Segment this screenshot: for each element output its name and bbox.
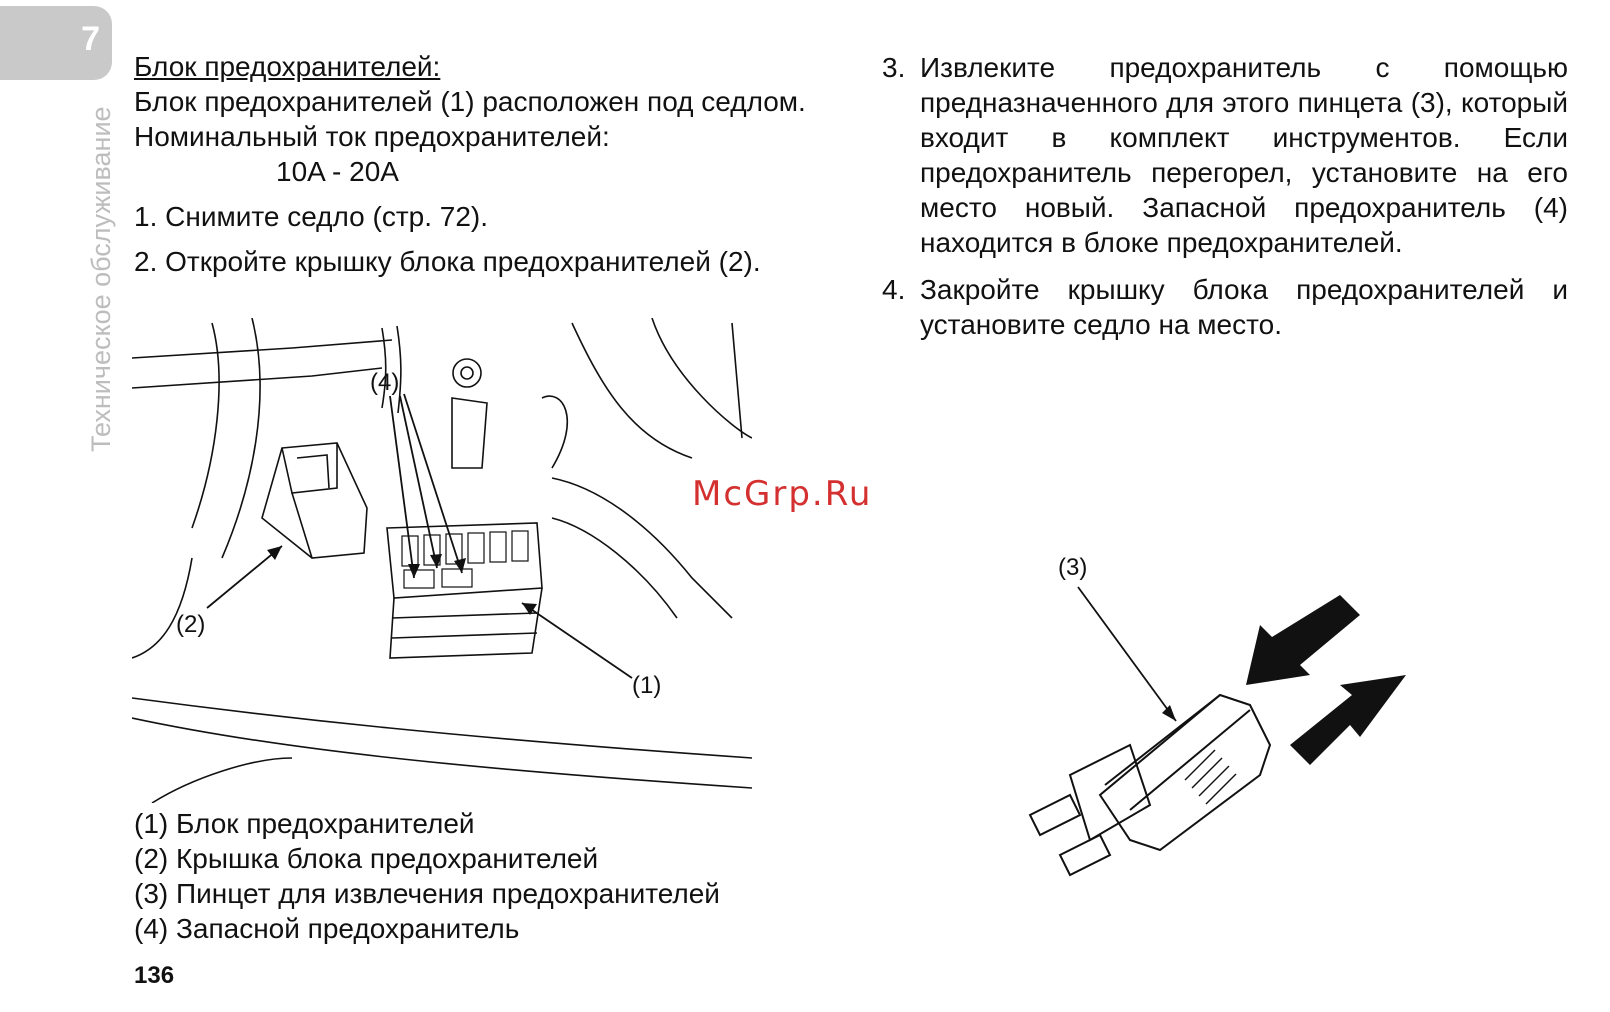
figure-legend: (1) Блок предохранителей (2) Крышка блок… <box>134 806 834 946</box>
step-3-text: Извлеките предохранитель с помощью предн… <box>920 52 1568 258</box>
legend-item: (4) Запасной предохранитель <box>134 913 520 944</box>
callout-4: (4) <box>370 369 399 396</box>
step-3: 3. Извлеките предохранитель с помощью пр… <box>882 50 1568 260</box>
callout-3: (3) <box>1058 554 1087 581</box>
arrow-out-icon <box>1290 675 1406 765</box>
step-1: 1. Снимите седло (стр. 72). <box>134 201 489 232</box>
left-column: Блок предохранителей: Блок предохранител… <box>134 50 834 279</box>
callout-2: (2) <box>176 611 205 638</box>
callout-1: (1) <box>632 672 661 699</box>
location-text: Блок предохранителей (1) расположен под … <box>134 86 806 117</box>
step-4-text: Закройте крышку блока предохранителей и … <box>920 274 1568 340</box>
legend-item: (1) Блок предохранителей <box>134 808 475 839</box>
step-2: 2. Откройте крышку блока предохранителей… <box>134 246 761 277</box>
legend-item: (2) Крышка блока предохранителей <box>134 843 599 874</box>
step-4-number: 4. <box>882 274 906 305</box>
fuse-puller-illustration: (3) <box>1028 554 1406 877</box>
step-4: 4. Закройте крышку блока предохранителей… <box>882 272 1568 342</box>
fuse-box-illustration: (4) (2) (1) <box>132 318 752 803</box>
chapter-number: 7 <box>81 20 100 58</box>
page-number: 136 <box>134 962 175 989</box>
rating-value: 10A - 20A <box>276 156 399 187</box>
arrow-in-icon <box>1246 595 1360 685</box>
right-column: 3. Извлеките предохранитель с помощью пр… <box>882 50 1568 354</box>
chapter-tab: 7 <box>0 6 112 80</box>
watermark: McGrp.Ru <box>692 474 873 514</box>
legend-item: (3) Пинцет для извлечения предохранителе… <box>134 878 720 909</box>
rating-label: Номинальный ток предохранителей: <box>134 121 610 152</box>
section-heading: Блок предохранителей: <box>134 51 441 82</box>
step-3-number: 3. <box>882 52 906 83</box>
side-section-title: Техническое обслуживание <box>86 106 116 452</box>
